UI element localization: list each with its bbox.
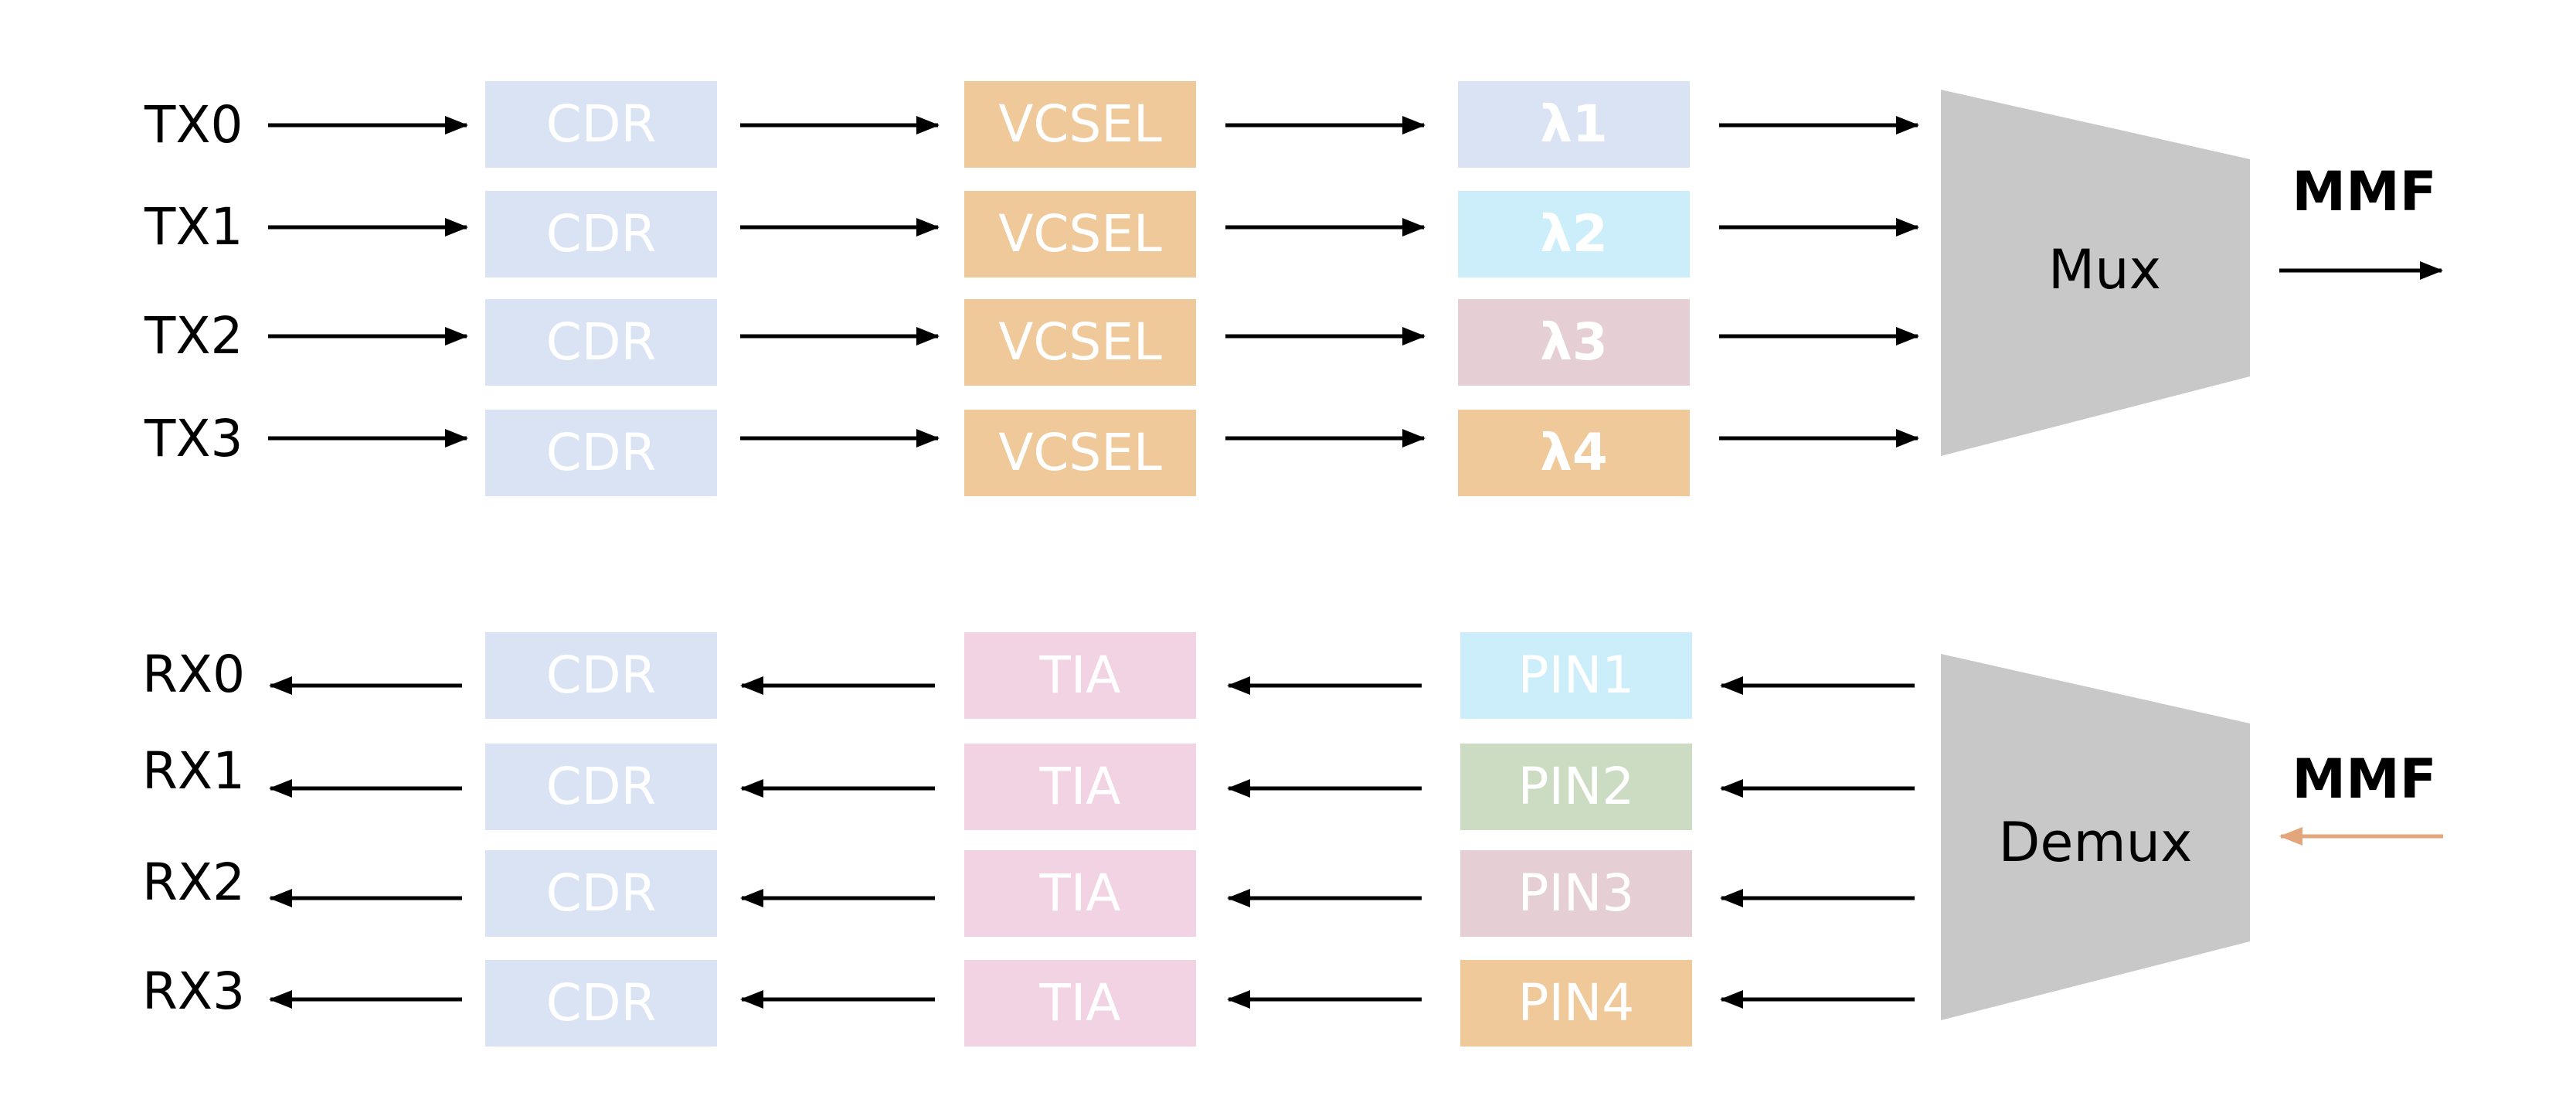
tx-cdr-box	[485, 299, 717, 386]
tx-port-label: TX2	[144, 306, 243, 366]
vcsel-label: VCSEL	[998, 423, 1162, 482]
tia-box	[964, 960, 1196, 1047]
rx-cdr-box	[485, 850, 717, 937]
wavelength-label: λ1	[1540, 94, 1608, 154]
pin-box	[1460, 632, 1692, 719]
pin-label: PIN2	[1518, 757, 1635, 816]
tx-lane-1: TX1 CDR VCSEL λ2	[144, 191, 1919, 277]
rx-cdr-box	[485, 744, 717, 830]
tia-label: TIA	[1039, 863, 1121, 923]
tx-cdr-label: CDR	[546, 423, 657, 482]
rx-lane-1: RX1 CDR TIA PIN2	[142, 741, 1915, 830]
vcsel-box	[964, 191, 1196, 277]
receiver-section: RX0 CDR TIA PIN1 RX1 CDR TIA PIN2	[142, 632, 2443, 1047]
wavelength-label: λ2	[1540, 204, 1608, 264]
rx-lane-2: RX2 CDR TIA PIN3	[142, 850, 1915, 937]
wavelength-label: λ4	[1540, 423, 1608, 482]
tia-label: TIA	[1039, 973, 1121, 1033]
pin-label: PIN4	[1518, 973, 1635, 1033]
rx-port-label: RX1	[142, 741, 245, 801]
rx-mmf-label: MMF	[2292, 747, 2436, 811]
vcsel-label: VCSEL	[998, 94, 1162, 154]
tia-box	[964, 744, 1196, 830]
tx-lane-3: TX3 CDR VCSEL λ4	[144, 409, 1919, 496]
wavelength-label: λ3	[1540, 312, 1608, 372]
tia-label: TIA	[1039, 645, 1121, 705]
rx-lane-3: RX3 CDR TIA PIN4	[142, 960, 1915, 1047]
rx-cdr-box	[485, 960, 717, 1047]
rx-cdr-label: CDR	[546, 863, 657, 923]
rx-cdr-box	[485, 632, 717, 719]
vcsel-label: VCSEL	[998, 204, 1162, 264]
vcsel-box	[964, 299, 1196, 386]
pin-box	[1460, 744, 1692, 830]
tx-port-label: TX3	[144, 409, 243, 468]
rx-port-label: RX3	[142, 962, 245, 1021]
tx-port-label: TX1	[144, 197, 243, 257]
demux-trapezoid	[1941, 654, 2250, 1020]
pin-label: PIN1	[1518, 645, 1635, 705]
tx-cdr-label: CDR	[546, 94, 657, 154]
tx-port-label: TX0	[144, 95, 243, 155]
tx-cdr-box	[485, 191, 717, 277]
tx-lane-2: TX2 CDR VCSEL λ3	[144, 299, 1919, 386]
tx-cdr-label: CDR	[546, 204, 657, 264]
mux-trapezoid	[1941, 90, 2250, 456]
rx-cdr-label: CDR	[546, 645, 657, 705]
pin-box	[1460, 960, 1692, 1047]
demux-label: Demux	[1999, 811, 2193, 874]
rx-lane-0: RX0 CDR TIA PIN1	[142, 632, 1915, 719]
tia-box	[964, 632, 1196, 719]
tx-lane-0: TX0 CDR VCSEL λ1	[144, 81, 1919, 168]
rx-cdr-label: CDR	[546, 757, 657, 816]
tx-cdr-box	[485, 410, 717, 496]
tx-cdr-box	[485, 81, 717, 168]
wavelength-box	[1458, 410, 1690, 496]
pin-box	[1460, 850, 1692, 937]
wavelength-box	[1458, 299, 1690, 386]
vcsel-box	[964, 410, 1196, 496]
wavelength-box	[1458, 191, 1690, 277]
mux-label: Mux	[2048, 238, 2161, 301]
transmitter-section: TX0 CDR VCSEL λ1 TX1 CDR VCSEL λ2	[144, 81, 2443, 496]
rx-cdr-label: CDR	[546, 973, 657, 1033]
pin-label: PIN3	[1518, 863, 1635, 923]
vcsel-box	[964, 81, 1196, 168]
tia-box	[964, 850, 1196, 937]
tia-label: TIA	[1039, 757, 1121, 816]
rx-port-label: RX2	[142, 853, 245, 912]
wavelength-box	[1458, 81, 1690, 168]
tx-cdr-label: CDR	[546, 312, 657, 372]
rx-port-label: RX0	[142, 645, 245, 704]
vcsel-label: VCSEL	[998, 312, 1162, 372]
tx-mmf-label: MMF	[2292, 160, 2436, 223]
